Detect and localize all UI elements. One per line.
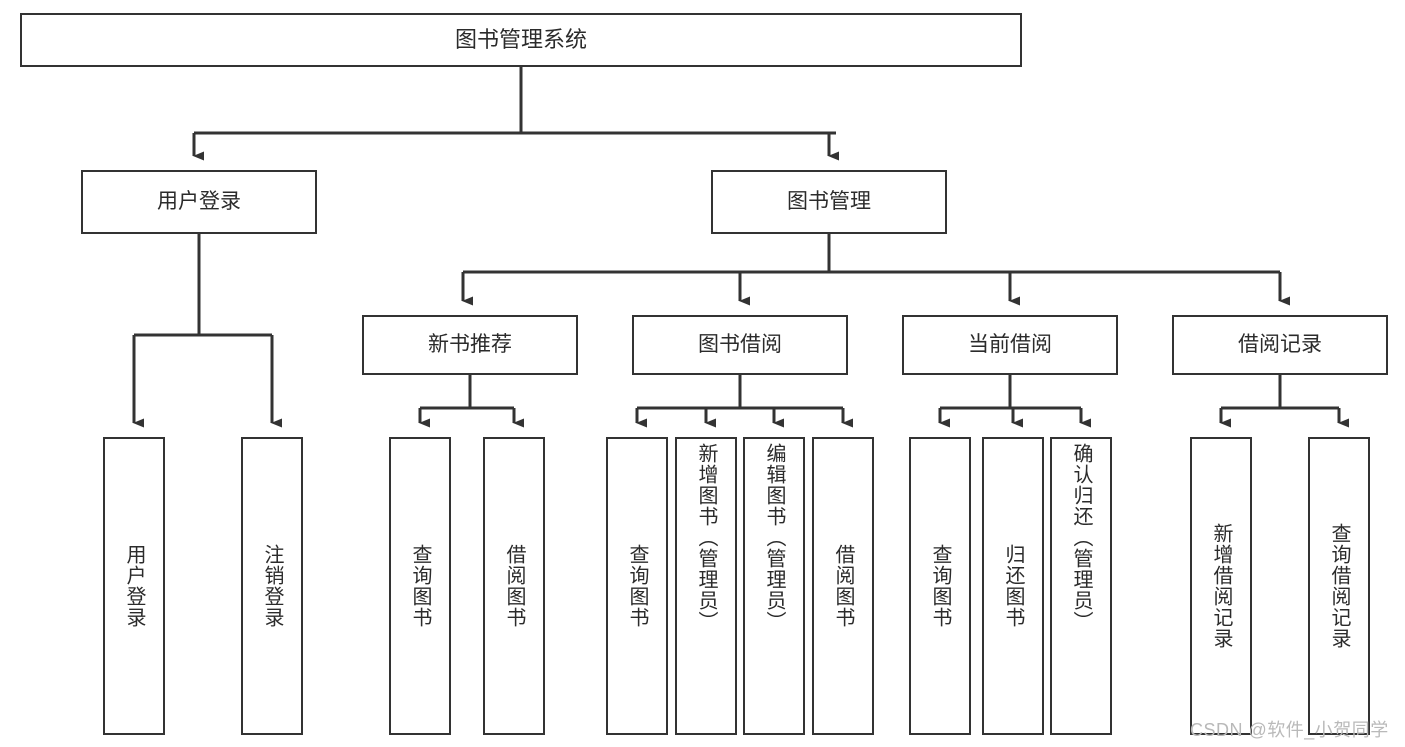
node-leaf-borrow-book-recommend[interactable]: 借阅图书 — [483, 437, 545, 735]
node-book-borrow[interactable]: 图书借阅 — [632, 315, 848, 375]
node-leaf-borrow-book[interactable]: 借阅图书 — [812, 437, 874, 735]
node-leaf-return-book[interactable]: 归还图书 — [982, 437, 1044, 735]
node-label: 新增借阅记录 — [1210, 523, 1232, 649]
node-label: 查询图书 — [929, 544, 951, 628]
node-label: 注销登录 — [261, 544, 283, 628]
node-label: 当前借阅 — [968, 332, 1052, 356]
node-leaf-query-book-recommend[interactable]: 查询图书 — [389, 437, 451, 735]
node-root-system[interactable]: 图书管理系统 — [20, 13, 1022, 67]
node-label: 借阅图书 — [832, 544, 854, 628]
node-label: 借阅记录 — [1238, 332, 1322, 356]
node-leaf-add-book-admin[interactable]: 新增图书（管理员） — [675, 437, 737, 735]
node-leaf-user-login[interactable]: 用户登录 — [103, 437, 165, 735]
node-label: 用户登录 — [123, 544, 145, 628]
node-leaf-query-book-current[interactable]: 查询图书 — [909, 437, 971, 735]
node-leaf-edit-book-admin[interactable]: 编辑图书（管理员） — [743, 437, 805, 735]
node-label: 图书管理 — [787, 189, 871, 213]
node-label: 借阅图书 — [503, 544, 525, 628]
node-borrow-record[interactable]: 借阅记录 — [1172, 315, 1388, 375]
node-leaf-add-borrow-record[interactable]: 新增借阅记录 — [1190, 437, 1252, 735]
node-leaf-query-borrow-record[interactable]: 查询借阅记录 — [1308, 437, 1370, 735]
node-leaf-query-book-borrow[interactable]: 查询图书 — [606, 437, 668, 735]
node-leaf-logout[interactable]: 注销登录 — [241, 437, 303, 735]
node-label: 编辑图书（管理员） — [763, 443, 785, 632]
node-current-borrow[interactable]: 当前借阅 — [902, 315, 1118, 375]
node-label: 归还图书 — [1002, 544, 1024, 628]
node-label: 图书借阅 — [698, 332, 782, 356]
node-leaf-confirm-return-admin[interactable]: 确认归还（管理员） — [1050, 437, 1112, 735]
node-label: 用户登录 — [157, 189, 241, 213]
node-label: 查询图书 — [409, 544, 431, 628]
node-label: 确认归还（管理员） — [1070, 443, 1092, 632]
node-new-book-recommend[interactable]: 新书推荐 — [362, 315, 578, 375]
node-label: 查询图书 — [626, 544, 648, 628]
node-label: 新增图书（管理员） — [695, 443, 717, 632]
node-book-manage[interactable]: 图书管理 — [711, 170, 947, 234]
node-label: 新书推荐 — [428, 332, 512, 356]
node-label: 图书管理系统 — [454, 27, 587, 53]
node-label: 查询借阅记录 — [1328, 523, 1350, 649]
node-user-login[interactable]: 用户登录 — [81, 170, 317, 234]
